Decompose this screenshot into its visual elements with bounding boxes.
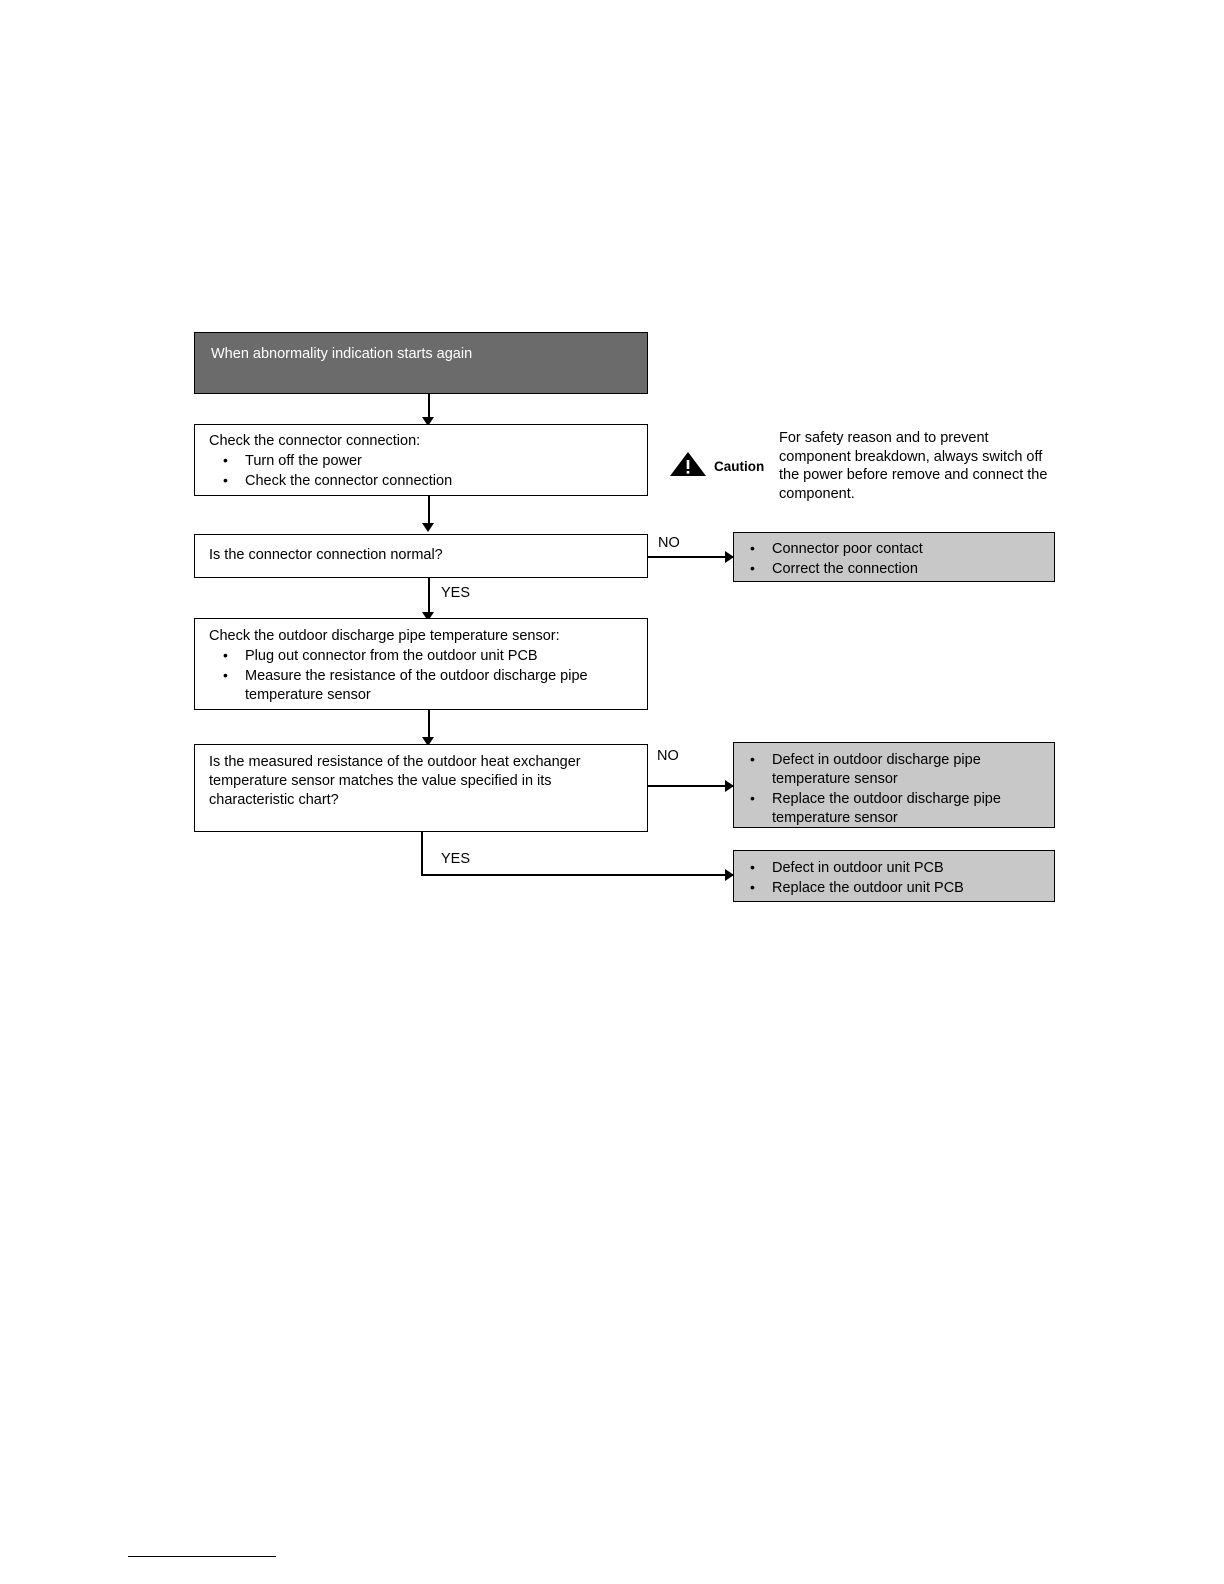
flow-title-text: When abnormality indication starts again [211, 346, 473, 362]
step2-list: Plug out connector from the outdoor unit… [209, 646, 633, 705]
step2-box: Check the outdoor discharge pipe tempera… [194, 618, 648, 710]
list-item: Correct the connection [734, 559, 1040, 579]
connector-decision2-yes-horizontal [421, 874, 736, 876]
connector-step1-to-decision1 [428, 496, 430, 526]
step1-box: Check the connector connection: Turn off… [194, 424, 648, 496]
flow-title-box: When abnormality indication starts again [194, 332, 648, 394]
list-item: Defect in outdoor discharge pipe tempera… [734, 750, 1040, 789]
result1-list: Connector poor contact Correct the conne… [734, 539, 1040, 579]
result3-box: Defect in outdoor unit PCB Replace the o… [733, 850, 1055, 902]
result2-box: Defect in outdoor discharge pipe tempera… [733, 742, 1055, 828]
list-item: Connector poor contact [734, 539, 1040, 559]
connector-step2-to-decision2 [428, 710, 430, 740]
caution-text: For safety reason and to prevent compone… [779, 430, 1048, 502]
connector-title-to-step1 [428, 394, 430, 420]
list-item: Defect in outdoor unit PCB [734, 858, 1040, 878]
decision2-yes-label: YES [441, 851, 471, 867]
decision1-yes-label: YES [441, 585, 471, 601]
arrow-decision1-yes [422, 612, 434, 621]
connector-decision1-yes [428, 578, 430, 616]
arrow-step2-to-decision2 [422, 737, 434, 746]
decision1-box: Is the connector connection normal? [194, 534, 648, 578]
arrow-step1-to-decision1 [422, 523, 434, 532]
arrow-title-to-step1 [422, 417, 434, 426]
list-item: Turn off the power [209, 451, 633, 471]
caution-label: Caution [714, 459, 765, 474]
result2-list: Defect in outdoor discharge pipe tempera… [734, 750, 1040, 828]
step1-list: Turn off the power Check the connector c… [209, 451, 633, 491]
decision2-text: Is the measured resistance of the outdoo… [209, 754, 581, 808]
list-item: Replace the outdoor unit PCB [734, 878, 1040, 898]
footer-divider [128, 1556, 276, 1557]
decision1-no-label: NO [658, 535, 680, 551]
arrow-decision1-no [725, 551, 734, 563]
connector-decision2-no [648, 785, 736, 787]
arrow-decision2-no [725, 780, 734, 792]
decision2-box: Is the measured resistance of the outdoo… [194, 744, 648, 832]
result3-list: Defect in outdoor unit PCB Replace the o… [734, 858, 1040, 898]
arrow-decision2-yes [725, 869, 734, 881]
step2-heading: Check the outdoor discharge pipe tempera… [209, 628, 560, 644]
connector-decision2-yes-vertical [421, 832, 423, 876]
decision1-text: Is the connector connection normal? [209, 547, 443, 563]
connector-decision1-no [648, 556, 736, 558]
caution-block: Caution [668, 450, 764, 483]
step1-heading: Check the connector connection: [209, 433, 421, 449]
list-item: Check the connector connection [209, 471, 633, 491]
list-item: Replace the outdoor discharge pipe tempe… [734, 789, 1040, 828]
list-item: Measure the resistance of the outdoor di… [209, 666, 633, 705]
result1-box: Connector poor contact Correct the conne… [733, 532, 1055, 582]
warning-triangle-icon [668, 450, 708, 483]
list-item: Plug out connector from the outdoor unit… [209, 646, 633, 666]
decision2-no-label: NO [657, 748, 679, 764]
